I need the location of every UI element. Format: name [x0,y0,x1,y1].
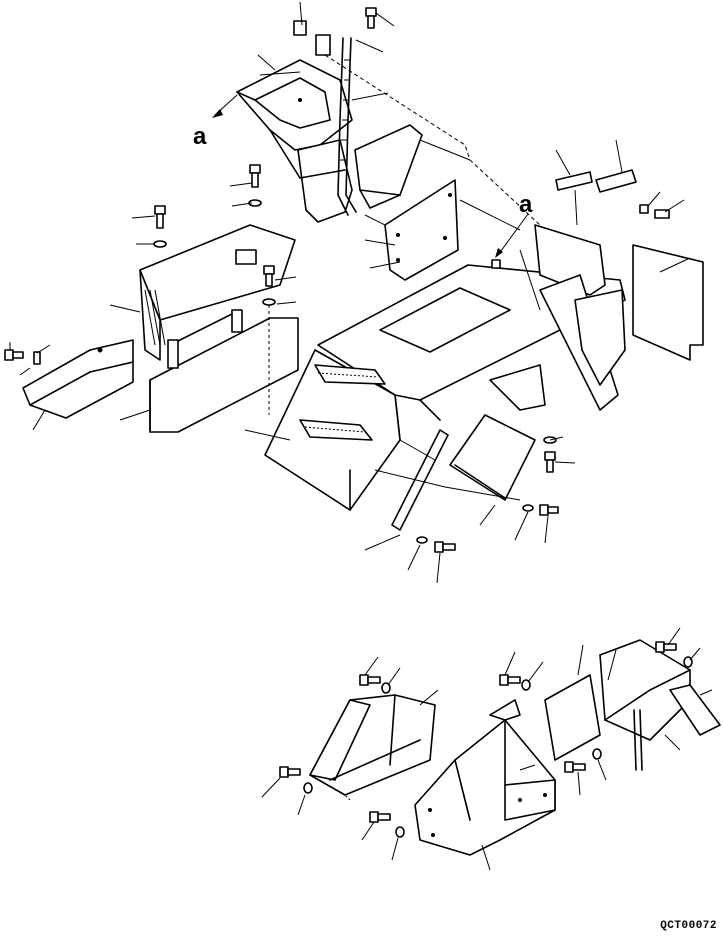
drawing-code: QCT00072 [660,920,717,932]
callout-a-right: a [519,191,533,218]
side-cover-plate-part [384,179,459,281]
connection-lines-upper [324,54,541,501]
main-frame-part [317,224,626,441]
bolts-left-panel [153,164,276,415]
triangular-cover-part [354,124,423,209]
rear-cover-plate-part [632,244,704,361]
left-side-panel-part [139,224,296,361]
bolt-left-small [4,349,41,365]
inspection-cover-part [449,414,536,501]
bolts-lower-center [416,204,670,553]
lower-left-bracket-part [309,694,436,796]
leader-lines-lower [261,627,713,871]
lower-center-frame-part [414,699,556,856]
rubber-pads-part [555,169,637,226]
side-rail-part [391,429,449,531]
small-left-tray-part [22,339,134,419]
top-bracket-part [236,20,353,223]
leader-lines-upper [9,1,691,584]
callout-a-left: a [193,123,207,150]
lower-plate-part [544,674,601,761]
long-lower-panel-part [149,309,299,433]
strap-part [337,37,357,216]
bolt-top [365,7,377,29]
bolts-lower-assembly [279,641,693,838]
step-assembly-part [264,349,401,511]
lower-right-tray-part [599,639,721,771]
